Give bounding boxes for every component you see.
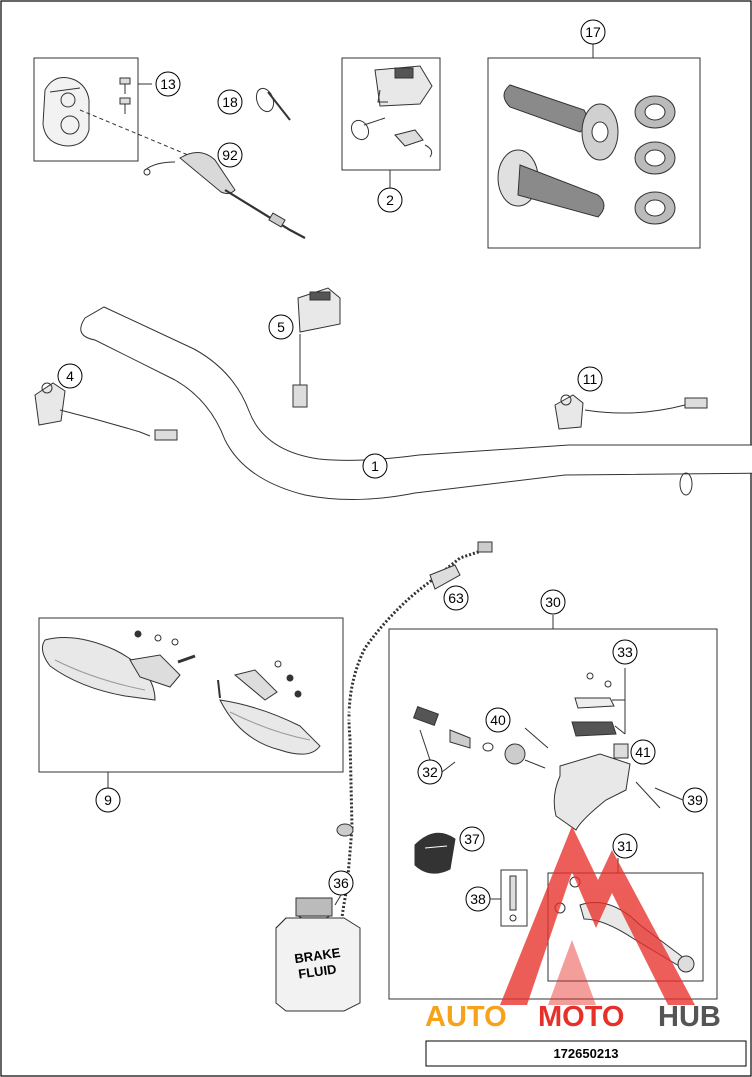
callout-circle-37 bbox=[459, 826, 485, 852]
master-cylinder-body bbox=[553, 743, 661, 831]
kill-switch-part bbox=[350, 65, 433, 158]
watermark-text: AUTO MOTO HUB bbox=[425, 1001, 721, 1033]
watermark-hub: HUB bbox=[658, 1001, 721, 1033]
callout-circle-11 bbox=[577, 366, 603, 392]
leader-32 bbox=[441, 761, 456, 773]
drawing-number-box bbox=[425, 1040, 747, 1067]
box-9 bbox=[38, 617, 344, 773]
leader-36 bbox=[334, 894, 342, 906]
watermark-auto: AUTO bbox=[425, 1001, 507, 1033]
handlebar-end bbox=[679, 472, 693, 496]
callout-circle-18 bbox=[217, 89, 243, 115]
callout-circle-5 bbox=[268, 314, 294, 340]
callout-37: 37 bbox=[464, 831, 480, 847]
pin-38 bbox=[500, 869, 528, 927]
bottle-label-line1: BRAKE bbox=[293, 945, 341, 966]
piston-40 bbox=[504, 727, 549, 769]
callout-circle-13 bbox=[155, 71, 181, 97]
callout-circle-92 bbox=[217, 142, 243, 168]
callout-13: 13 bbox=[160, 76, 176, 92]
callout-36: 36 bbox=[333, 875, 349, 891]
drawing-number: 172650213 bbox=[553, 1046, 618, 1061]
screw-13a bbox=[119, 77, 131, 114]
callout-circle-17 bbox=[580, 19, 606, 45]
callout-18: 18 bbox=[222, 94, 238, 110]
callout-31: 31 bbox=[617, 838, 633, 854]
callout-circle-33 bbox=[612, 639, 638, 665]
callout-30: 30 bbox=[545, 594, 561, 610]
callout-4: 4 bbox=[66, 368, 74, 384]
watermark-moto: MOTO bbox=[538, 1001, 624, 1033]
guard-37 bbox=[414, 832, 456, 874]
callout-1: 1 bbox=[371, 458, 379, 474]
handguard-brackets bbox=[129, 630, 302, 701]
callout-39: 39 bbox=[687, 792, 703, 808]
callout-circle-41 bbox=[630, 739, 656, 765]
cover-33 bbox=[571, 668, 626, 737]
callout-circle-4 bbox=[57, 363, 83, 389]
callout-32: 32 bbox=[422, 764, 438, 780]
callout-2: 2 bbox=[386, 192, 394, 208]
callout-17: 17 bbox=[585, 24, 601, 40]
box-2 bbox=[341, 57, 441, 171]
handguard-right bbox=[219, 699, 321, 755]
callout-40: 40 bbox=[490, 712, 506, 728]
brake-line-63 bbox=[336, 541, 493, 919]
callout-5: 5 bbox=[277, 319, 285, 335]
throttle-housing-part bbox=[42, 77, 90, 147]
cam-rings bbox=[634, 95, 676, 225]
callout-9: 9 bbox=[104, 792, 112, 808]
handlebar-1 bbox=[80, 306, 752, 501]
bottle-label-line2: FLUID bbox=[297, 961, 337, 981]
switch-4 bbox=[34, 382, 178, 441]
switch-5 bbox=[292, 287, 341, 408]
leader-39 bbox=[654, 787, 684, 801]
callout-circle-63 bbox=[443, 585, 469, 611]
box-30 bbox=[388, 628, 718, 1000]
callout-38: 38 bbox=[470, 891, 486, 907]
throttle-cable-92 bbox=[79, 109, 306, 239]
grip-upper bbox=[503, 84, 619, 161]
grip-lower bbox=[497, 149, 605, 218]
handguard-left bbox=[41, 637, 156, 701]
callout-circle-9 bbox=[95, 787, 121, 813]
box-17 bbox=[487, 57, 701, 249]
box-13 bbox=[33, 57, 139, 162]
callout-41: 41 bbox=[635, 744, 651, 760]
callout-circle-31 bbox=[612, 833, 638, 859]
callout-11: 11 bbox=[583, 371, 598, 387]
callout-33: 33 bbox=[617, 644, 633, 660]
watermark-logo bbox=[500, 826, 695, 1005]
spring-32 bbox=[412, 705, 494, 761]
cable-tie-18 bbox=[255, 87, 291, 121]
switch-11 bbox=[554, 394, 708, 430]
callout-circle-1 bbox=[362, 453, 388, 479]
callout-circle-30 bbox=[540, 589, 566, 615]
callout-92: 92 bbox=[222, 147, 238, 163]
callout-circle-40 bbox=[485, 707, 511, 733]
brake-fluid-bottle-36: BRAKE FLUID bbox=[275, 897, 361, 1012]
callout-63: 63 bbox=[448, 590, 464, 606]
callout-circle-2 bbox=[377, 187, 403, 213]
